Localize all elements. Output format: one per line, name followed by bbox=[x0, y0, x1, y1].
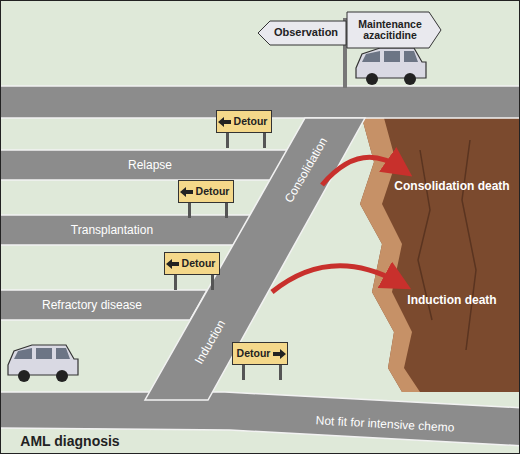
sign-text: Observation bbox=[266, 27, 338, 39]
sign-text: Detour bbox=[182, 258, 216, 269]
detour-sign: Detour bbox=[164, 252, 220, 275]
cliff-crack bbox=[462, 140, 476, 350]
road-label: Transplantation bbox=[71, 223, 153, 237]
sign-text: Detour bbox=[196, 186, 230, 197]
car bbox=[8, 345, 78, 382]
detour-sign: Detour bbox=[216, 110, 272, 133]
detour-sign: Detour bbox=[232, 342, 288, 365]
direction-sign: Observation bbox=[258, 21, 346, 45]
road-label: Induction death bbox=[407, 293, 496, 307]
sign-text: Detour bbox=[234, 116, 268, 127]
car bbox=[356, 48, 426, 85]
road-label: Consolidation death bbox=[394, 179, 509, 193]
fall-arrow bbox=[322, 157, 400, 185]
road-label: AML diagnosis bbox=[20, 433, 119, 449]
arrow-icon bbox=[218, 117, 231, 127]
sign-text: Maintenance azacitidine bbox=[347, 19, 441, 41]
arrow-icon bbox=[180, 187, 193, 197]
sign-text: Detour bbox=[237, 348, 271, 359]
road bbox=[0, 150, 290, 180]
road bbox=[0, 290, 207, 320]
road-label: Refractory disease bbox=[42, 298, 142, 312]
fall-arrow bbox=[272, 266, 398, 292]
arrow-icon bbox=[273, 349, 286, 359]
arrow-icon bbox=[166, 259, 179, 269]
road-label: Relapse bbox=[128, 158, 172, 172]
road bbox=[145, 118, 365, 400]
detour-sign: Detour bbox=[178, 180, 234, 203]
road bbox=[0, 215, 251, 245]
direction-sign: Maintenance azacitidine bbox=[347, 12, 441, 48]
